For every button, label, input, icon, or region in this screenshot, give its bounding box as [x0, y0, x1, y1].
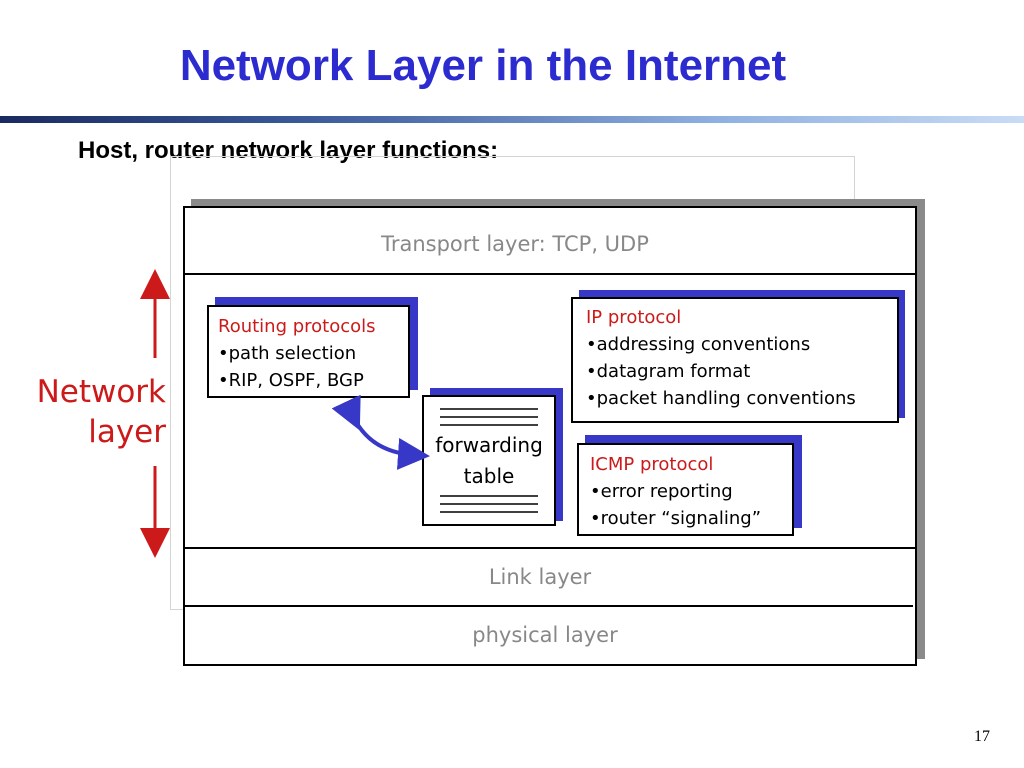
slide-title: Network Layer in the Internet [179, 41, 787, 90]
physical-layer-label: physical layer [472, 623, 618, 647]
routing-protocols-box: Routing protocols •path selection •RIP, … [207, 305, 410, 398]
routing-forwarding-arrow [331, 394, 430, 470]
network-layer-label-line: Network [36, 374, 166, 410]
icmp-item: •error reporting [590, 481, 733, 502]
ip-item: •addressing conventions [586, 334, 811, 355]
ip-heading: IP protocol [586, 307, 682, 328]
routing-heading: Routing protocols [218, 316, 376, 337]
slide-subtitle: Host, router network layer functions: [78, 137, 499, 164]
icmp-protocol-box: ICMP protocol •error reporting •router “… [577, 443, 794, 536]
ip-protocol-box: IP protocol •addressing conventions •dat… [571, 297, 899, 423]
network-divider [185, 547, 915, 549]
routing-item: •RIP, OSPF, BGP [218, 370, 364, 391]
icmp-item: •router “signaling” [590, 508, 762, 529]
network-layer-label-line: layer [88, 414, 166, 450]
link-layer-label: Link layer [488, 565, 592, 589]
network-layer-label: Network layer [10, 372, 166, 452]
ip-item: •datagram format [586, 361, 751, 382]
forwarding-table-line: table [463, 464, 515, 488]
link-divider [185, 605, 913, 607]
page-number: 17 [974, 728, 990, 745]
transport-divider [185, 273, 915, 275]
ip-item: •packet handling conventions [586, 388, 856, 409]
icmp-heading: ICMP protocol [590, 454, 714, 475]
title-underline [0, 116, 1024, 123]
forwarding-table-line: forwarding [435, 433, 543, 457]
transport-layer-label: Transport layer: TCP, UDP [381, 232, 649, 256]
routing-item: •path selection [218, 343, 357, 364]
table-rules [440, 408, 538, 513]
